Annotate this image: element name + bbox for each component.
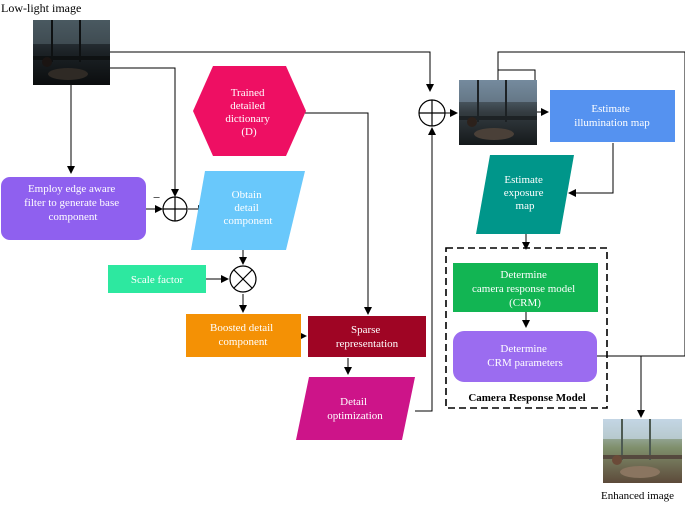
minus-sign: − bbox=[153, 190, 160, 205]
detail-line: Obtain bbox=[232, 189, 262, 201]
crm-model-line: camera response model bbox=[472, 283, 575, 295]
dictionary-line: dictionary bbox=[225, 113, 270, 125]
boosted-line: component bbox=[219, 336, 268, 348]
exposure-line: map bbox=[516, 200, 535, 212]
crm-params-line: Determine bbox=[500, 343, 547, 355]
edge-filter-line: Employ edge aware bbox=[28, 183, 115, 195]
illumination-line: Estimate bbox=[591, 103, 630, 115]
exposure-label: Estimate exposure map bbox=[504, 174, 546, 212]
scale-factor-label: Scale factor bbox=[131, 274, 184, 286]
edge-filter-label: Employ edge aware filter to generate bas… bbox=[24, 183, 122, 223]
crm-group-label: Camera Response Model bbox=[468, 392, 585, 404]
crm-model-line: Determine bbox=[500, 269, 547, 281]
output-image-label: Enhanced image bbox=[601, 490, 674, 502]
boosted-detail-label: Boosted detail component bbox=[210, 322, 276, 348]
dictionary-line: Trained bbox=[231, 87, 265, 99]
fused-image bbox=[459, 80, 537, 145]
dictionary-label: Trained detailed dictionary (D) bbox=[225, 87, 272, 138]
detail-optimization-label: Detail optimization bbox=[327, 396, 383, 422]
boosted-line: Boosted detail bbox=[210, 322, 273, 334]
node-labels: Employ edge aware filter to generate bas… bbox=[24, 87, 650, 422]
dictionary-box bbox=[193, 66, 306, 156]
illumination-box bbox=[550, 90, 675, 142]
exposure-line: exposure bbox=[504, 187, 544, 199]
detail-opt-line: Detail bbox=[340, 396, 367, 408]
sparse-line: representation bbox=[336, 338, 399, 350]
multiply-operator bbox=[229, 265, 257, 293]
sparse-representation-label: Sparse representation bbox=[336, 324, 399, 350]
crm-group bbox=[445, 247, 608, 409]
crm-params-label: Determine CRM parameters bbox=[487, 343, 562, 369]
input-image-label: Low-light image bbox=[1, 1, 81, 15]
connectors bbox=[67, 51, 685, 418]
crm-model-label: Determine camera response model (CRM) bbox=[472, 269, 578, 309]
dictionary-line: (D) bbox=[241, 126, 257, 138]
crm-model-line: (CRM) bbox=[509, 297, 541, 309]
detail-component-box bbox=[191, 171, 305, 250]
enhanced-image bbox=[603, 419, 682, 483]
sum-operator-2 bbox=[418, 99, 446, 127]
illumination-label: Estimate illumination map bbox=[574, 103, 650, 129]
low-light-image bbox=[33, 20, 110, 85]
detail-line: component bbox=[224, 215, 273, 227]
crm-params-box bbox=[453, 331, 597, 382]
edge-filter-box bbox=[1, 177, 146, 240]
edge-filter-line: component bbox=[49, 211, 98, 223]
illumination-line: illumination map bbox=[574, 117, 650, 129]
sum-operator-1 bbox=[162, 196, 188, 222]
exposure-box bbox=[476, 155, 574, 234]
detail-optimization-box bbox=[296, 377, 415, 440]
detail-line: detail bbox=[234, 202, 258, 214]
exposure-line: Estimate bbox=[504, 174, 543, 186]
crm-model-box bbox=[453, 263, 598, 312]
detail-component-label: Obtain detail component bbox=[224, 189, 273, 227]
dictionary-line: detailed bbox=[230, 100, 265, 112]
scale-factor-box bbox=[108, 265, 206, 293]
crm-params-line: CRM parameters bbox=[487, 357, 562, 369]
sparse-line: Sparse bbox=[351, 324, 380, 336]
sparse-representation-box bbox=[308, 316, 426, 357]
detail-opt-line: optimization bbox=[327, 410, 383, 422]
edge-filter-line: filter to generate base bbox=[24, 197, 119, 209]
boosted-detail-box bbox=[186, 314, 301, 357]
